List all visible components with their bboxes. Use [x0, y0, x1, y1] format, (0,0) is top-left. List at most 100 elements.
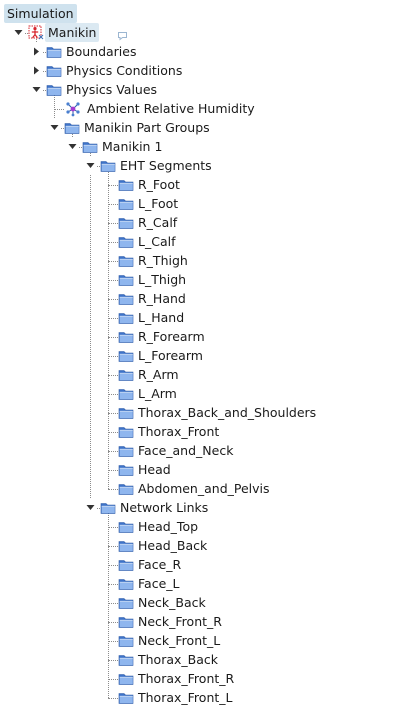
tree-node-thorax-front-l[interactable]: Thorax_Front_L [0, 688, 400, 707]
tree-node-label: Network Links [120, 500, 209, 515]
folder-icon [118, 368, 134, 382]
expand-toggle-icon[interactable] [31, 42, 42, 61]
tree-node-label: Face_and_Neck [138, 443, 234, 458]
tree-connector [108, 375, 118, 376]
tree-node-face-l[interactable]: Face_L [0, 574, 400, 593]
folder-icon [46, 45, 62, 59]
collapse-toggle-icon[interactable] [85, 156, 96, 175]
tree-node-label: L_Foot [138, 196, 179, 211]
tree-node-label: R_Arm [138, 367, 179, 382]
tree-connector [108, 603, 118, 604]
folder-icon [118, 577, 134, 591]
tree-node-label: Neck_Front_L [138, 633, 221, 648]
folder-icon [118, 653, 134, 667]
tree-node-label: L_Calf [138, 234, 176, 249]
tree-node-l-forearm[interactable]: L_Forearm [0, 346, 400, 365]
tree-node-manikin-1[interactable]: Manikin 1 [0, 137, 400, 156]
tree-node-eht-segments[interactable]: EHT Segments [0, 156, 400, 175]
tree-node-r-hand[interactable]: R_Hand [0, 289, 400, 308]
tree-node-thorax-front-r[interactable]: Thorax_Front_R [0, 669, 400, 688]
tree-node-label: Thorax_Front_R [138, 671, 235, 686]
tree-connector [108, 356, 118, 357]
folder-icon [118, 596, 134, 610]
collapse-toggle-icon[interactable] [31, 80, 42, 99]
tree-node-l-arm[interactable]: L_Arm [0, 384, 400, 403]
tree-node-label: Neck_Front_R [138, 614, 222, 629]
tree-node-boundaries[interactable]: Boundaries [0, 42, 400, 61]
tree-node-manikin-part-groups[interactable]: Manikin Part Groups [0, 118, 400, 137]
tree-node-thorax-back-and-shoulders[interactable]: Thorax_Back_and_Shoulders [0, 403, 400, 422]
folder-icon [118, 349, 134, 363]
comment-bubble-icon[interactable] [117, 27, 128, 41]
tree-node-abdomen-and-pelvis[interactable]: Abdomen_and_Pelvis [0, 479, 400, 498]
tree-node-label: Thorax_Back_and_Shoulders [138, 405, 317, 420]
tree-node-l-foot[interactable]: L_Foot [0, 194, 400, 213]
tree-node-l-calf[interactable]: L_Calf [0, 232, 400, 251]
tree-connector [108, 660, 118, 661]
tree-node-physics-conditions[interactable]: Physics Conditions [0, 61, 400, 80]
tree-node-r-forearm[interactable]: R_Forearm [0, 327, 400, 346]
collapse-toggle-icon[interactable] [67, 137, 78, 156]
folder-icon [118, 558, 134, 572]
tree-node-label: Thorax_Back [138, 652, 218, 667]
tree-connector [108, 280, 118, 281]
tree-node-ambient-relative-humidity[interactable]: Ambient Relative Humidity [0, 99, 400, 118]
folder-icon [118, 520, 134, 534]
tree-node-face-and-neck[interactable]: Face_and_Neck [0, 441, 400, 460]
tree-node-head-top[interactable]: Head_Top [0, 517, 400, 536]
tree-node-r-arm[interactable]: R_Arm [0, 365, 400, 384]
expand-toggle-icon[interactable] [31, 61, 42, 80]
folder-icon [100, 159, 116, 173]
tree-node-label: Head_Back [138, 538, 208, 553]
tree-guide-line [54, 94, 55, 128]
folder-icon [118, 406, 134, 420]
folder-icon [64, 121, 80, 135]
folder-icon [118, 463, 134, 477]
tree-node-l-hand[interactable]: L_Hand [0, 308, 400, 327]
collapse-toggle-icon[interactable] [85, 498, 96, 517]
tree-node-label: Abdomen_and_Pelvis [138, 481, 270, 496]
folder-icon [46, 83, 62, 97]
tree-node-label: Head_Top [138, 519, 199, 534]
tree-node-physics-values[interactable]: Physics Values [0, 80, 400, 99]
tree-connector [108, 584, 118, 585]
tree-node-label: Thorax_Front [138, 424, 220, 439]
tree-node-neck-front-l[interactable]: Neck_Front_L [0, 631, 400, 650]
tree-connector [108, 641, 118, 642]
tree-connector [108, 299, 118, 300]
folder-icon [118, 539, 134, 553]
tree-node-face-r[interactable]: Face_R [0, 555, 400, 574]
tree-node-neck-front-r[interactable]: Neck_Front_R [0, 612, 400, 631]
tree-connector [108, 546, 118, 547]
tree-node-neck-back[interactable]: Neck_Back [0, 593, 400, 612]
tree-node-head-back[interactable]: Head_Back [0, 536, 400, 555]
tree-connector [108, 223, 118, 224]
tree-node-label: L_Thigh [138, 272, 187, 287]
tree-node-network-links[interactable]: Network Links [0, 498, 400, 517]
collapse-toggle-icon[interactable] [13, 23, 24, 42]
tree-node-r-calf[interactable]: R_Calf [0, 213, 400, 232]
folder-icon [118, 672, 134, 686]
tree-connector [108, 470, 118, 471]
folder-icon [118, 216, 134, 230]
folder-icon [118, 235, 134, 249]
tree-root-row[interactable]: Simulation [0, 4, 120, 23]
tree-node-manikin[interactable]: Manikin [0, 23, 400, 42]
folder-icon [118, 387, 134, 401]
collapse-toggle-icon[interactable] [49, 118, 60, 137]
manikin-icon [28, 25, 44, 40]
molecule-icon [64, 101, 80, 117]
tree-node-label: Manikin [45, 23, 100, 42]
tree-node-label: Ambient Relative Humidity [87, 101, 255, 116]
tree-node-l-thigh[interactable]: L_Thigh [0, 270, 400, 289]
tree-node-head[interactable]: Head [0, 460, 400, 479]
tree-connector [108, 451, 118, 452]
tree-node-thorax-front[interactable]: Thorax_Front [0, 422, 400, 441]
tree-connector [108, 394, 118, 395]
tree-node-r-thigh[interactable]: R_Thigh [0, 251, 400, 270]
tree-root-simulation[interactable]: Simulation [4, 4, 77, 23]
tree-node-r-foot[interactable]: R_Foot [0, 175, 400, 194]
tree-connector [108, 242, 118, 243]
tree-node-label: Physics Conditions [66, 63, 183, 78]
tree-node-thorax-back[interactable]: Thorax_Back [0, 650, 400, 669]
